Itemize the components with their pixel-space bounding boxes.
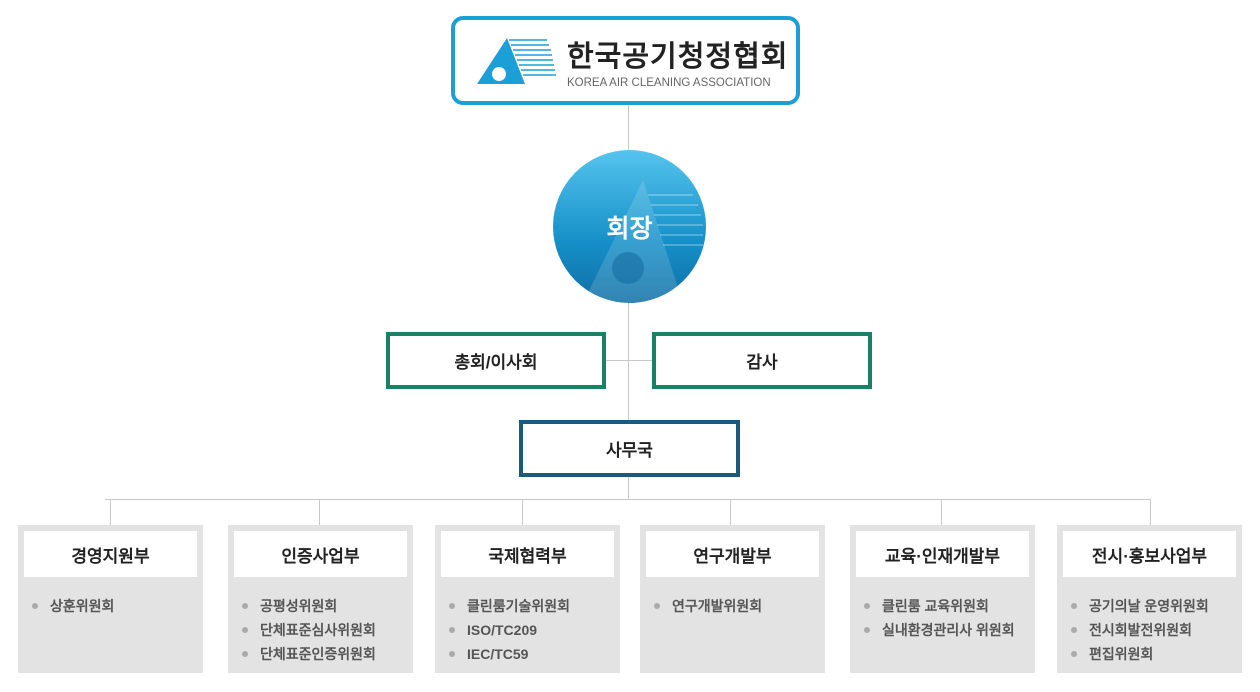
audit-label: 감사 [746, 353, 778, 372]
committee-item[interactable]: 상훈위원회 [32, 594, 197, 618]
connector-drop [1150, 499, 1151, 525]
connector-side [606, 360, 652, 361]
logo-name-english: KOREA AIR CLEANING ASSOCIATION [567, 76, 771, 89]
committee-item[interactable]: 전시회발전위원회 [1071, 618, 1236, 642]
committee-item[interactable]: 실내환경관리사 위원회 [864, 618, 1029, 642]
committee-list: 연구개발위원회 [646, 577, 819, 618]
committee-item[interactable]: IEC/TC59 [449, 642, 614, 666]
department-title: 연구개발부 [646, 531, 819, 577]
connector-horizontal [105, 499, 1150, 500]
committee-item[interactable]: 편집위원회 [1071, 642, 1236, 666]
department-title: 국제협력부 [441, 531, 614, 577]
committee-list: 상훈위원회 [24, 577, 197, 618]
secretariat-box[interactable]: 사무국 [519, 420, 740, 477]
committee-item[interactable]: 공기의날 운영위원회 [1071, 594, 1236, 618]
secretariat-label: 사무국 [606, 441, 653, 460]
association-logo[interactable]: 한국공기청정협회 KOREA AIR CLEANING ASSOCIATION [451, 16, 800, 105]
logo-watermark-icon [583, 180, 703, 303]
committee-item[interactable]: 단체표준인증위원회 [242, 642, 407, 666]
department-title: 교육·인재개발부 [856, 531, 1029, 577]
committee-item[interactable]: 단체표준심사위원회 [242, 618, 407, 642]
department-title: 인증사업부 [234, 531, 407, 577]
committee-item[interactable]: 공평성위원회 [242, 594, 407, 618]
committee-item[interactable]: 연구개발위원회 [654, 594, 819, 618]
general-assembly-label: 총회/이사회 [454, 353, 538, 372]
connector-drop [319, 499, 320, 525]
connector-drop [730, 499, 731, 525]
department-title: 경영지원부 [24, 531, 197, 577]
logo-name-korean: 한국공기청정협회 [567, 40, 789, 73]
president-node[interactable]: 회장 [553, 150, 706, 303]
audit-box[interactable]: 감사 [652, 332, 872, 389]
connector-drop [941, 499, 942, 525]
committee-item[interactable]: ISO/TC209 [449, 618, 614, 642]
department-title: 전시·홍보사업부 [1063, 531, 1236, 577]
committee-item[interactable]: 클린룸기술위원회 [449, 594, 614, 618]
connector-drop [110, 499, 111, 525]
logo-mark-icon [477, 37, 556, 84]
general-assembly-box[interactable]: 총회/이사회 [386, 332, 606, 389]
president-label: 회장 [606, 214, 653, 243]
connector-drop [522, 499, 523, 525]
committee-item[interactable]: 클린룸 교육위원회 [864, 594, 1029, 618]
